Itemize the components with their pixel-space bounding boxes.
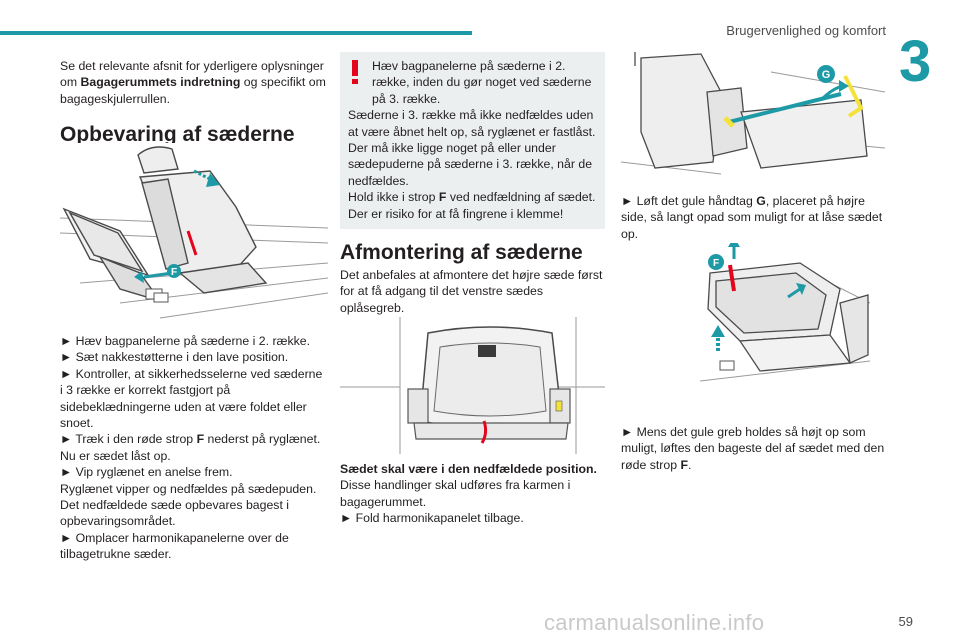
step-item: Nu er sædet låst op. [60,448,171,463]
chapter-title: Brugervenlighed og komfort [726,23,886,38]
figure-label-g: G [822,69,831,81]
warning-box: Hæv bagpanelerne på sæderne i 2. række, … [340,52,605,229]
section-heading-removal: Afmontering af sæderne [340,241,583,264]
watermark: carmanualsonline.info [544,610,765,635]
figure-seat-folding: F [60,143,328,325]
removal-steps: Sædet skal være i den nedfældede positio… [340,461,605,527]
column-left: Se det relevante afsnit for yderligere o… [60,58,328,147]
removal-intro: Det anbefales at afmontere det højre sæd… [340,268,603,315]
removal-step: ► Fold harmonikapanelet tilbage. [340,511,524,526]
lift-step: ► Mens det gule greb holdes så højt op s… [621,425,885,472]
figure-folded-seat [340,317,605,454]
storage-steps: ► Hæv bagpanelerne på sæderne i 2. række… [60,333,328,563]
header-accent-bar [0,31,472,35]
figure-label-f: F [171,267,177,278]
warning-line: Der må ikke ligge noget på eller under s… [348,141,593,188]
figure-lift-strap-f: F [700,243,870,395]
step-item: Ryglænet vipper og nedfældes på sædepude… [60,481,317,496]
step-item: ► Vip ryglænet en anelse frem. [60,465,233,480]
step-item: ► Kontroller, at sikkerhedsselerne ved s… [60,366,323,431]
warning-exclamation-icon [352,60,358,84]
figure-handle-g: G [621,52,885,182]
page-number: 59 [898,614,913,629]
intro-paragraph: Se det relevante afsnit for yderligere o… [60,59,326,106]
step-item: ► Omplacer harmonikapanelerne over de ti… [60,530,289,562]
warning-line: række, inden du gør noget ved sæderne på… [372,75,592,106]
column-middle: Afmontering af sæderne Det anbefales at … [340,241,605,316]
step-item: ► Sæt nakkestøtterne i den lave position… [60,350,289,365]
figure-label-f2: F [713,258,719,269]
warning-line: Hæv bagpanelerne på sæderne i 2. [372,59,566,73]
removal-condition: Sædet skal være i den nedfældede positio… [340,462,597,476]
handle-step: ► Løft det gule håndtag G, placeret på h… [621,194,883,241]
warning-line: Sæderne i 3. række må ikke nedfældes ude… [348,108,596,139]
section-heading-storage: Opbevaring af sæderne [60,123,295,147]
step-item-strap: ► Træk i den røde strop F nederst på ryg… [60,432,321,447]
step-item: Det nedfældede sæde opbevares bagest i o… [60,498,290,529]
chapter-number: 3 [899,29,932,94]
warning-line-strap: Hold ikke i strop F ved nedfældning af s… [348,190,596,221]
step-item: ► Hæv bagpanelerne på sæderne i 2. række… [60,334,311,348]
removal-line: Disse handlinger skal udføres fra karmen… [340,478,571,509]
